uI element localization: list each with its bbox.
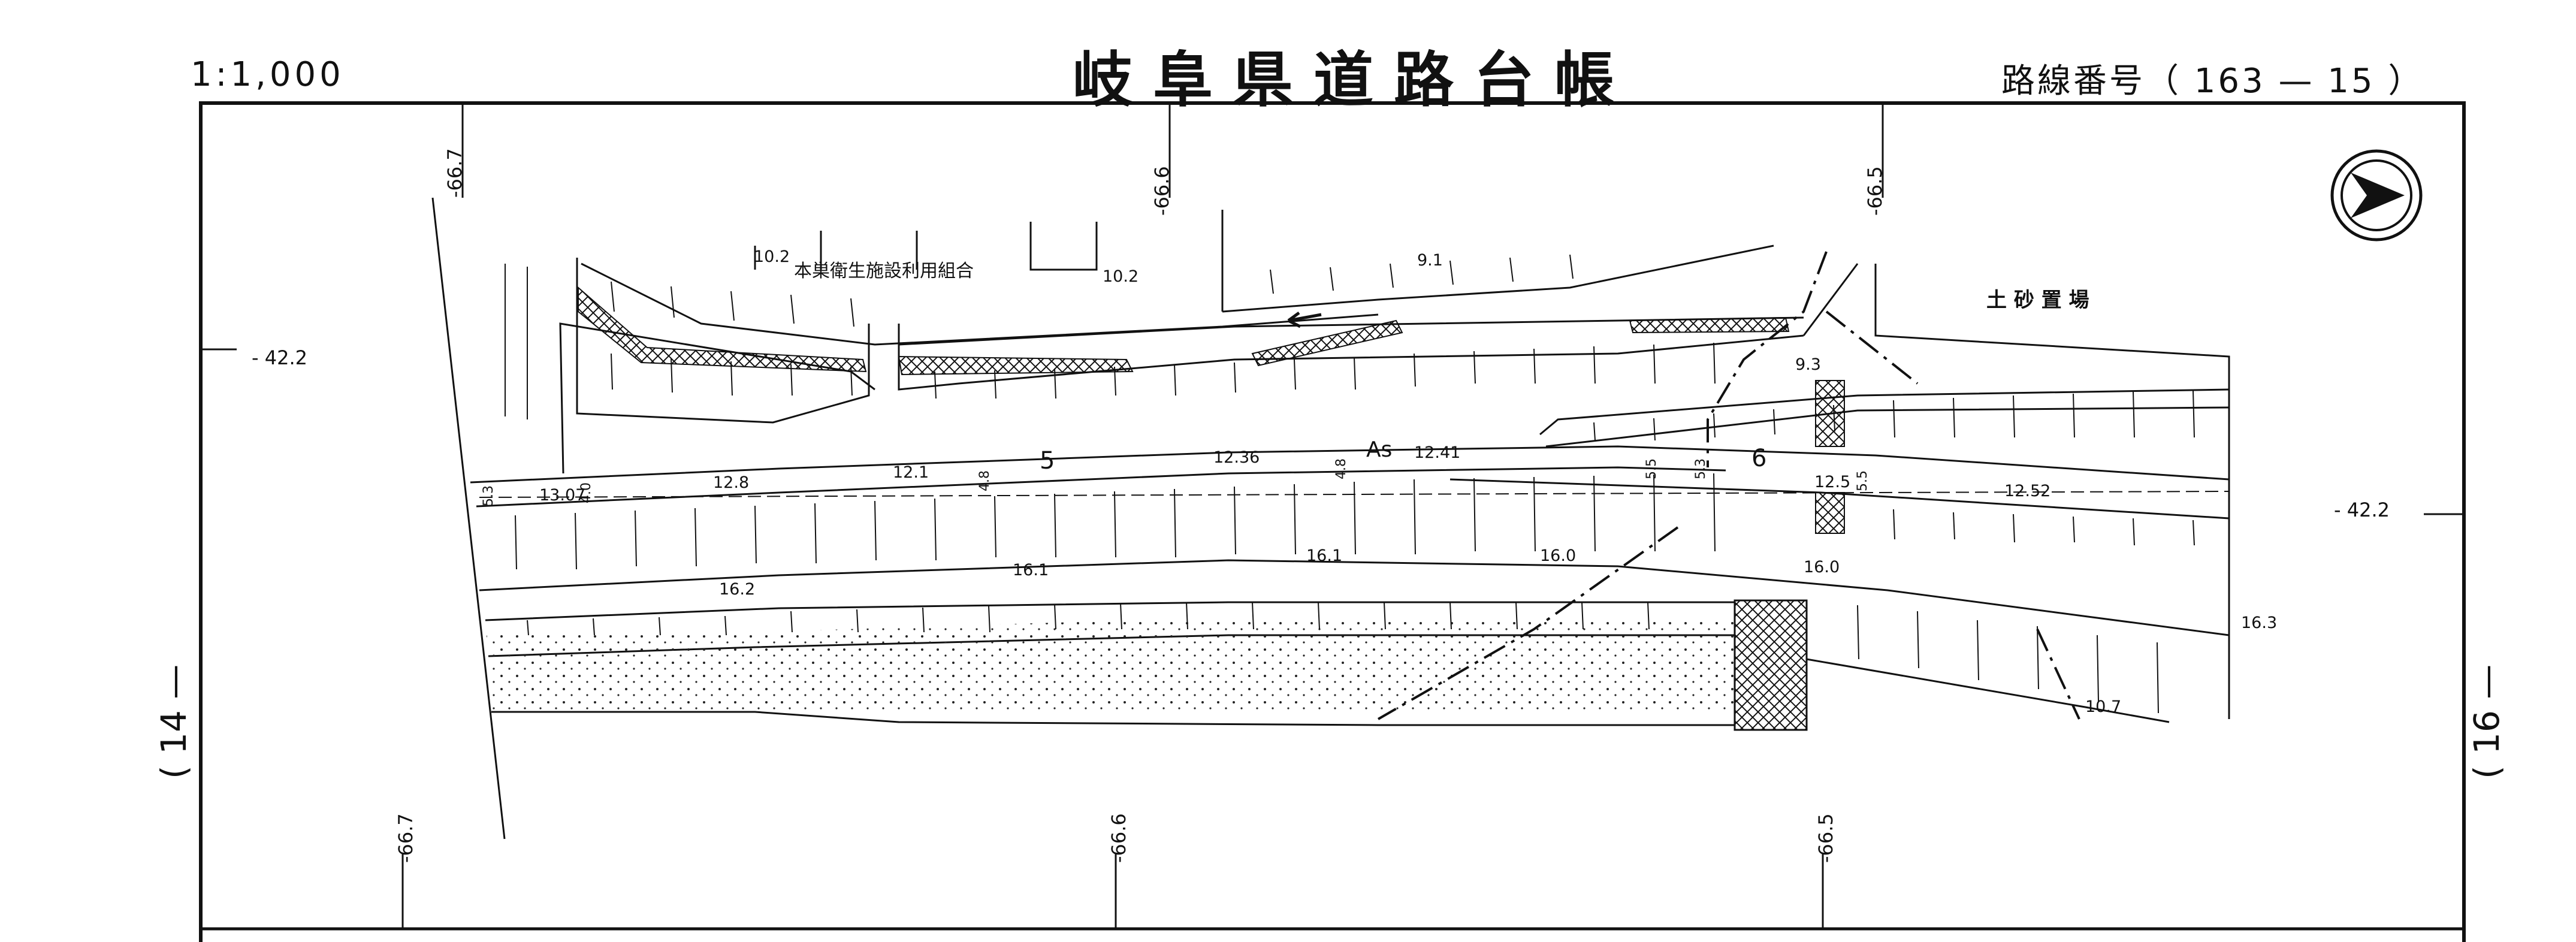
width-label: 5.3 [1693, 458, 1708, 479]
elevation-label: 13.07 [539, 486, 585, 505]
elevation-label: 10.2 [1103, 267, 1138, 286]
map-frame [199, 101, 2466, 942]
grid-labels: -66.7 -66.6 -66.5 -66.7 -66.6 -66.5 - 42… [252, 148, 2390, 863]
grid-ticks [201, 103, 2464, 929]
width-label: 5.5 [1644, 458, 1659, 479]
grid-bottom-right: -66.5 [1814, 813, 1837, 863]
grid-top-center: -66.6 [1150, 166, 1173, 216]
elevation-labels: 10.2 10.2 9.1 9.3 13.07 12.8 12.1 12.36 … [539, 247, 2277, 716]
direction-arrow-icon [1287, 311, 1322, 328]
elevation-label: 12.41 [1414, 443, 1460, 462]
grid-left: - 42.2 [252, 346, 307, 369]
elevation-label: 16.0 [1540, 547, 1576, 565]
elevation-label: 16.3 [2241, 614, 2277, 632]
width-label: 5.5 [1855, 470, 1870, 491]
station-labels: 5 6 [1040, 445, 1766, 475]
station-6: 6 [1751, 445, 1766, 472]
route-number: 路線番号（ 163 — 15 ） [2001, 62, 2424, 101]
elevation-label: 10.7 [2085, 698, 2121, 716]
boundary-lines [1378, 251, 2080, 720]
width-label: 4.8 [1334, 458, 1349, 479]
previous-sheet-link: ( 14 — [153, 665, 194, 779]
elevation-label: 12.52 [2004, 482, 2050, 500]
north-arrow-icon [2330, 149, 2423, 241]
grid-top-left: -66.7 [443, 148, 466, 198]
left-boundary-inner [505, 264, 528, 419]
slope-ticks [515, 254, 2195, 714]
elevation-label: 16.0 [1804, 558, 1840, 576]
map-scale: 1:1,000 [191, 55, 345, 94]
sheet-links: ( 14 — ( 16 — [153, 665, 2507, 779]
elevation-label: 12.8 [713, 473, 749, 492]
next-sheet-link: ( 16 — [2466, 665, 2507, 779]
soil-yard-label: 土 砂 置 場 [1986, 288, 2089, 312]
elevation-label: 12.1 [893, 463, 929, 482]
elevation-label: 16.1 [1306, 547, 1342, 565]
left-boundary [431, 197, 506, 840]
dotted-area [487, 617, 1735, 714]
station-5: 5 [1040, 447, 1055, 475]
grid-top-right: -66.5 [1864, 166, 1886, 216]
width-labels: 5.3 4.0 4.8 4.8 5.5 5.3 5.5 [481, 458, 1870, 506]
width-label: 4.8 [977, 470, 992, 491]
width-label: 5.3 [481, 485, 496, 506]
elevation-label: 12.36 [1213, 448, 1260, 467]
elevation-label: 16.1 [1013, 561, 1049, 579]
facility-label: 本巣衛生施設利用組合 [794, 261, 974, 282]
upper-parcels [559, 210, 2230, 474]
surface-label: As [1366, 437, 1392, 462]
drainage-strips [1815, 380, 1845, 534]
elevation-label: 9.1 [1417, 251, 1443, 270]
place-labels: 本巣衛生施設利用組合 土 砂 置 場 As [794, 261, 2089, 462]
elevation-label: 12.5 [1814, 473, 1850, 491]
elevation-label: 10.2 [754, 247, 790, 266]
width-label: 4.0 [579, 482, 594, 503]
elevation-label: 9.3 [1795, 355, 1821, 374]
grid-bottom-left: -66.7 [394, 813, 417, 863]
elevation-label: 16.2 [719, 580, 755, 599]
grid-bottom-center: -66.6 [1107, 813, 1130, 863]
grid-right: - 42.2 [2334, 499, 2390, 521]
